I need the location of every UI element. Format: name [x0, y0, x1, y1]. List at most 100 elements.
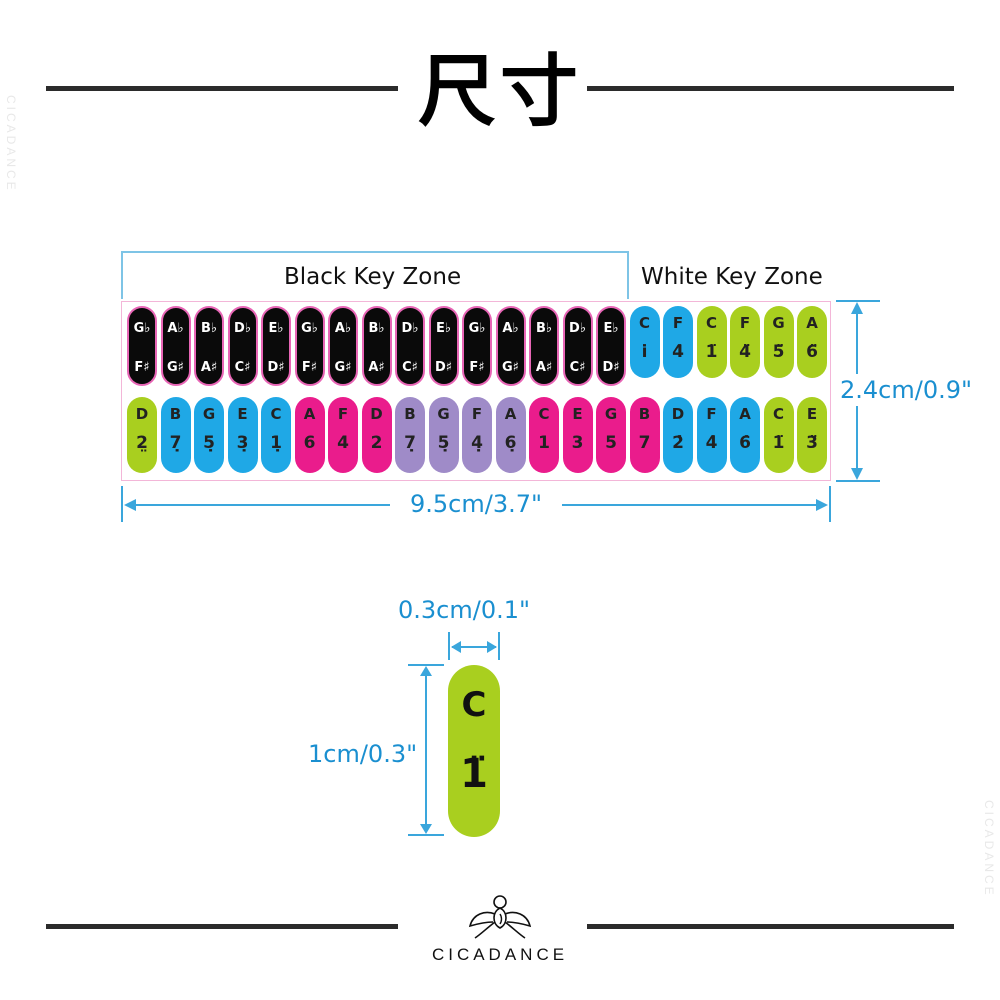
black-key-sticker: G♭ F♯	[462, 306, 492, 386]
black-key-flat-label: G♭	[468, 321, 486, 336]
key-note-label: F	[672, 314, 684, 332]
key-number-label: i̇	[641, 342, 648, 362]
key-note-label: E	[806, 405, 818, 423]
key-note-label: C	[270, 405, 282, 423]
height-dimension-label: 2.4cm/0.9"	[840, 374, 973, 406]
height-dimension-cap-bottom	[836, 480, 880, 482]
black-key-flat-label: A♭	[502, 321, 519, 336]
black-key-zone-bracket	[121, 251, 629, 299]
black-key-flat-label: D♭	[569, 321, 586, 336]
black-key-flat-label: D♭	[234, 321, 251, 336]
cicada-logo-icon	[468, 895, 532, 939]
black-key-zone-label: Black Key Zone	[282, 264, 464, 290]
key-note-label: F	[706, 405, 717, 423]
key-width-line	[452, 646, 496, 648]
key-number-label: 6̈	[806, 342, 818, 362]
width-dimension-cap-left	[121, 486, 123, 522]
key-number-label: 3̣	[236, 433, 249, 453]
black-key-sharp-label: C♯	[402, 360, 418, 375]
black-key-sharp-label: G♯	[334, 360, 352, 375]
key-note-label: C	[705, 314, 717, 332]
key-number-label: 4̇	[705, 433, 718, 453]
key-number-label: 4̇	[672, 342, 684, 362]
bottom-key-sticker: F 4̣	[462, 397, 492, 473]
key-number-label: 1̈	[705, 342, 718, 362]
black-key-sharp-label: A♯	[368, 360, 385, 375]
header-rule-left	[46, 86, 398, 91]
key-note-label: E	[237, 405, 248, 423]
key-number-label: 5	[605, 433, 617, 453]
bottom-key-sticker: C 1̣	[261, 397, 291, 473]
key-height-cap-top	[408, 664, 444, 666]
white-key-sticker: C 1̈	[696, 306, 727, 378]
key-note-label: F	[471, 405, 483, 423]
key-number-label: 2̇	[672, 433, 684, 453]
key-width-arrow-right-icon	[487, 641, 497, 653]
key-number-label: 2̤	[136, 433, 148, 453]
width-dimension-cap-right	[829, 486, 831, 522]
key-number-label: 4	[337, 433, 349, 453]
height-arrow-down-icon	[851, 468, 863, 480]
key-number-label: 1̣	[270, 433, 282, 453]
key-note-label: G	[772, 314, 785, 332]
height-arrow-up-icon	[851, 302, 863, 314]
black-key-sharp-label: F♯	[469, 360, 485, 375]
black-key-sharp-label: F♯	[301, 360, 318, 375]
bottom-key-sticker: C 1̈	[763, 397, 794, 473]
black-key-flat-label: B♭	[535, 321, 553, 336]
width-dimension-label: 9.5cm/3.7"	[390, 490, 563, 518]
black-key-sticker: B♭ A♯	[361, 306, 392, 386]
black-key-sharp-label: G♯	[502, 360, 519, 375]
key-note-label: D	[370, 405, 383, 423]
black-key-flat-label: A♭	[334, 321, 352, 336]
black-key-flat-label: E♭	[268, 321, 284, 336]
white-key-zone-label: White Key Zone	[641, 264, 823, 290]
key-number-label: 1̈	[772, 433, 785, 453]
key-note-label: C	[638, 314, 650, 332]
key-height-cap-bottom	[408, 834, 444, 836]
key-number-label: 1	[538, 433, 550, 453]
key-number-label: 7̣	[169, 433, 182, 453]
black-key-sharp-label: A♯	[200, 360, 218, 375]
key-number-label: 7̣	[404, 433, 416, 453]
black-key-sharp-label: C♯	[234, 360, 251, 375]
width-arrow-right-icon	[816, 499, 828, 511]
footer-rule-left	[46, 924, 398, 929]
key-number-label: 4̣	[471, 433, 483, 453]
key-note-label: A	[739, 405, 751, 423]
key-height-arrow-down-icon	[420, 824, 432, 834]
black-key-sharp-label: F♯	[134, 360, 150, 375]
key-note-label: B	[169, 405, 182, 423]
key-number-label: 7	[638, 433, 651, 453]
bottom-key-sticker: B 7̣	[160, 397, 191, 473]
key-number-label: 2	[370, 433, 383, 453]
black-key-flat-label: B♭	[368, 321, 385, 336]
key-note-label: F	[337, 405, 349, 423]
black-key-sharp-label: D♯	[602, 360, 620, 375]
black-key-sticker: B♭A♯	[529, 306, 559, 386]
black-key-flat-label: B♭	[200, 321, 218, 336]
black-key-flat-label: G♭	[301, 321, 318, 336]
watermark-right: CICADANCE	[982, 800, 996, 898]
black-key-sticker: A♭ G♯	[328, 306, 358, 386]
black-key-sticker: E♭D♯	[596, 306, 626, 386]
key-note-label: C	[772, 405, 784, 423]
key-note-label: G	[437, 405, 450, 423]
key-number-label: 6	[303, 433, 316, 453]
key-number-label: 3	[571, 433, 584, 453]
key-number-label: 4̈	[739, 342, 751, 362]
key-note-label: D	[135, 405, 149, 423]
footer-rule-right	[587, 924, 954, 929]
black-key-flat-label: A♭	[167, 321, 184, 336]
